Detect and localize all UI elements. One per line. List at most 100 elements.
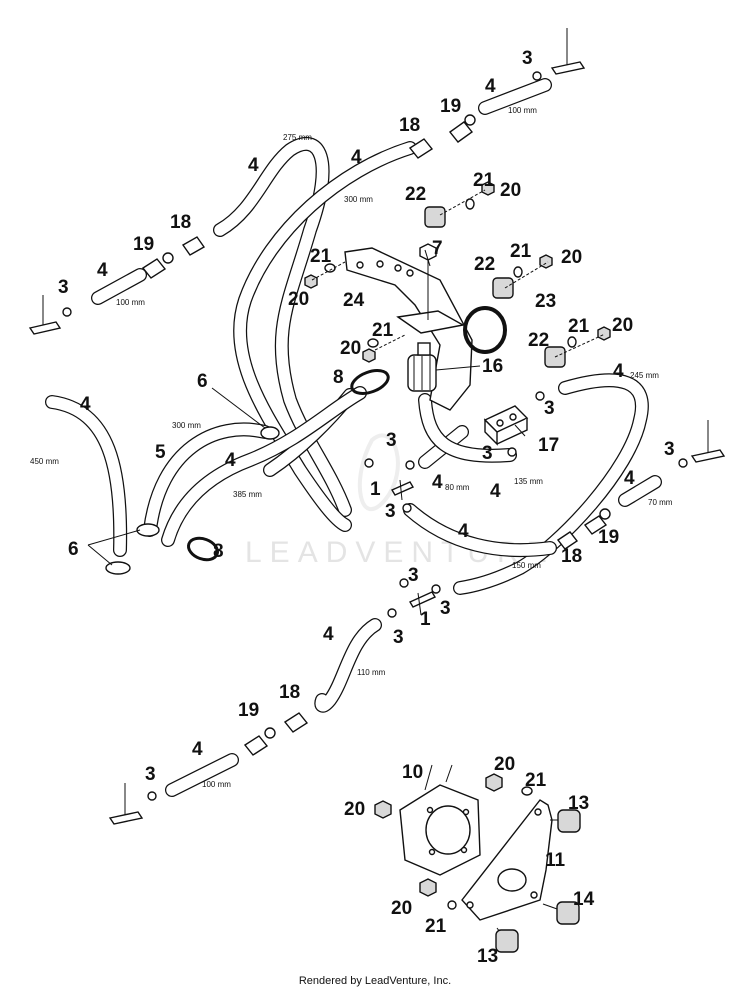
callout-24: 24 <box>343 290 365 311</box>
callout-4: 4 <box>458 521 469 542</box>
dim-label: 100 mm <box>116 298 145 307</box>
callout-22: 22 <box>474 254 495 275</box>
dim-label: 150 mm <box>512 561 541 570</box>
callout-1: 1 <box>420 609 431 630</box>
callout-21: 21 <box>310 246 332 267</box>
dim-label: 450 mm <box>30 457 59 466</box>
callout-4: 4 <box>225 450 236 471</box>
callout-4: 4 <box>192 739 203 760</box>
callout-3: 3 <box>393 627 404 648</box>
fuel-pump-10 <box>399 764 481 876</box>
callout-20: 20 <box>612 315 633 336</box>
callout-20: 20 <box>500 180 521 201</box>
fuel-outlet-right <box>690 420 726 463</box>
hose-110mm <box>314 618 382 713</box>
callout-13: 13 <box>477 946 498 967</box>
callout-3: 3 <box>544 398 555 419</box>
callout-3: 3 <box>408 565 419 586</box>
callout-4: 4 <box>323 624 334 645</box>
hose-385mm <box>161 386 367 547</box>
mounting-plate-11 <box>461 799 553 921</box>
callout-3: 3 <box>145 764 156 785</box>
connector-18-bottom <box>283 712 309 733</box>
callout-3: 3 <box>482 443 493 464</box>
callout-1: 1 <box>370 479 381 500</box>
callout-4: 4 <box>624 468 635 489</box>
hose-300mm-left <box>143 422 272 537</box>
callout-20: 20 <box>561 247 582 268</box>
callout-19: 19 <box>238 700 259 721</box>
callout-21: 21 <box>510 241 532 262</box>
hose-135mm <box>418 393 517 463</box>
hose-100mm-bottom <box>165 753 239 797</box>
connector-19-right <box>583 508 611 535</box>
fuel-pump-17 <box>483 405 529 446</box>
connector-18-right <box>556 531 579 550</box>
callout-3: 3 <box>385 501 396 522</box>
callout-3: 3 <box>58 277 69 298</box>
hose-70mm <box>618 475 662 507</box>
dim-label: 110 mm <box>357 668 386 677</box>
callout-10: 10 <box>402 762 423 783</box>
hose-245mm <box>453 373 649 595</box>
nut-20 <box>304 181 611 897</box>
callout-4: 4 <box>485 76 496 97</box>
callout-22: 22 <box>528 330 549 351</box>
callout-3: 3 <box>386 430 397 451</box>
callout-4: 4 <box>248 155 259 176</box>
bolt-7 <box>419 243 437 320</box>
connector-19-bottom <box>243 727 276 756</box>
rubber-mount-14 <box>542 901 580 925</box>
connector-18-top <box>408 138 434 159</box>
callout-20: 20 <box>494 754 515 775</box>
fuel-outlet-left <box>28 295 62 335</box>
callout-20: 20 <box>344 799 365 820</box>
callout-4: 4 <box>490 481 501 502</box>
callout-8: 8 <box>333 367 344 388</box>
callout-4: 4 <box>432 472 443 493</box>
fuel-outlet-top <box>550 28 586 75</box>
callout-4: 4 <box>613 361 624 382</box>
callout-7: 7 <box>432 238 443 259</box>
connector-18-left <box>181 236 206 256</box>
connector-19-top <box>448 114 476 143</box>
callout-18: 18 <box>170 212 191 233</box>
dim-label: 135 mm <box>514 477 543 486</box>
connector-19-left <box>141 252 174 279</box>
hose-300mm-top <box>233 141 417 532</box>
dim-label: 100 mm <box>508 106 537 115</box>
callout-21: 21 <box>372 320 394 341</box>
callout-18: 18 <box>561 546 582 567</box>
watermark-logo <box>357 433 400 511</box>
callout-18: 18 <box>399 115 420 136</box>
fuel-filter-16 <box>407 342 437 392</box>
dim-label: 80 mm <box>445 483 470 492</box>
callout-21: 21 <box>568 316 590 337</box>
callout-8: 8 <box>213 541 224 562</box>
hose-150mm <box>403 503 557 558</box>
leader-lines <box>87 249 526 566</box>
gasket-ring-23 <box>463 306 507 354</box>
callout-20: 20 <box>391 898 412 919</box>
callout-4: 4 <box>351 147 362 168</box>
hose-clamp-3 <box>62 71 688 801</box>
dim-label: 300 mm <box>344 195 373 204</box>
callout-14: 14 <box>573 889 595 910</box>
callout-20: 20 <box>288 289 309 310</box>
callout-4: 4 <box>97 260 108 281</box>
rubber-mount-13-bottom <box>495 927 519 953</box>
footer-credit: Rendered by LeadVenture, Inc. <box>298 975 452 987</box>
dim-label: 100 mm <box>202 780 231 789</box>
hose-100mm-left <box>91 268 147 305</box>
washer-21 <box>324 198 577 910</box>
callout-19: 19 <box>440 96 461 117</box>
callout-20: 20 <box>340 338 361 359</box>
callout-18: 18 <box>279 682 300 703</box>
callout-17: 17 <box>538 435 559 456</box>
dim-label: 385 mm <box>233 490 262 499</box>
dim-label: 245 mm <box>630 371 659 380</box>
callout-19: 19 <box>598 527 619 548</box>
callout-11: 11 <box>545 850 566 871</box>
callout-22: 22 <box>405 184 426 205</box>
